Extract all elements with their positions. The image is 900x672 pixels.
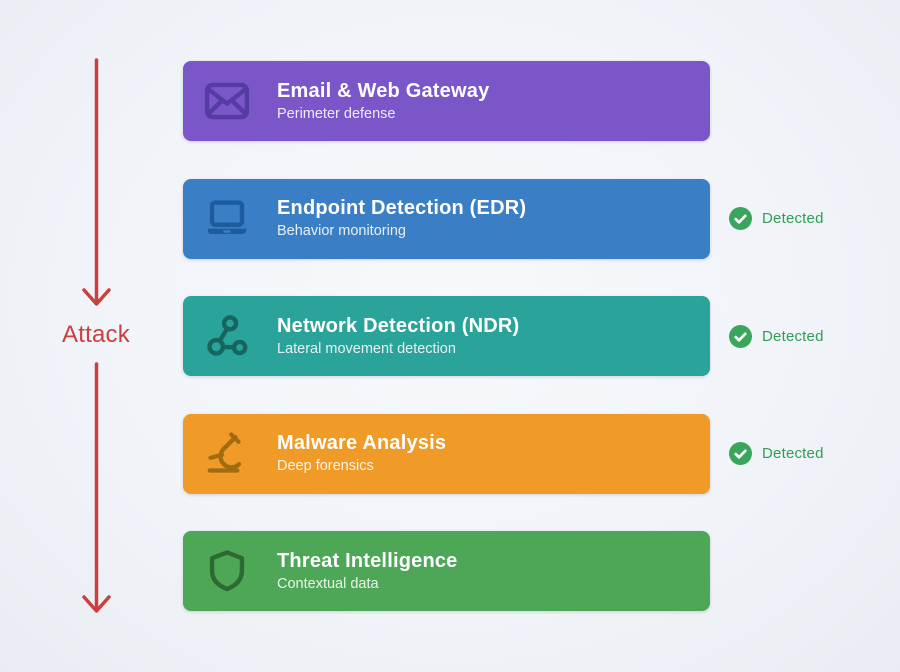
detected-label: Detected bbox=[762, 327, 824, 345]
layer-subtitle: Deep forensics bbox=[277, 458, 374, 475]
defense-layer-card: Endpoint Detection (EDR) Behavior monito… bbox=[183, 178, 710, 259]
layer-subtitle: Behavior monitoring bbox=[277, 223, 406, 240]
attack-label: Attack bbox=[62, 321, 130, 348]
layer-title: Email & Web Gateway bbox=[277, 79, 490, 102]
defense-layer-row: Email & Web Gateway Perimeter defense bbox=[183, 61, 900, 141]
envelope-icon bbox=[204, 78, 250, 124]
detected-badge: Detected bbox=[729, 414, 824, 494]
layer-subtitle: Lateral movement detection bbox=[277, 340, 456, 357]
defense-layer-row: Endpoint Detection (EDR) Behavior monito… bbox=[183, 178, 900, 259]
defense-layer-row: Malware Analysis Deep forensics Detected bbox=[183, 413, 900, 494]
defense-layers-list: Email & Web Gateway Perimeter defense En… bbox=[183, 61, 900, 649]
detected-badge: Detected bbox=[729, 296, 824, 376]
check-circle-icon bbox=[729, 207, 752, 230]
defense-layer-row: Network Detection (NDR) Lateral movement… bbox=[183, 296, 900, 376]
layer-title: Network Detection (NDR) bbox=[277, 314, 520, 337]
layer-subtitle: Perimeter defense bbox=[277, 105, 396, 122]
defense-layer-card: Network Detection (NDR) Lateral movement… bbox=[183, 296, 710, 376]
defense-layer-card: Malware Analysis Deep forensics bbox=[183, 413, 710, 494]
layer-title: Malware Analysis bbox=[277, 432, 447, 455]
defense-layer-card: Email & Web Gateway Perimeter defense bbox=[183, 61, 710, 141]
laptop-icon bbox=[204, 196, 250, 242]
shield-icon bbox=[204, 548, 250, 594]
layer-title: Endpoint Detection (EDR) bbox=[277, 197, 527, 220]
microscope-icon bbox=[204, 431, 250, 477]
attack-arrow-bottom bbox=[82, 362, 111, 613]
check-circle-icon bbox=[729, 324, 752, 348]
attack-flow-arrows bbox=[82, 58, 111, 613]
detected-label: Detected bbox=[762, 445, 824, 462]
attack-arrow-top bbox=[82, 58, 111, 306]
layer-title: Threat Intelligence bbox=[277, 549, 458, 572]
detected-badge: Detected bbox=[729, 179, 824, 259]
detected-label: Detected bbox=[762, 210, 824, 227]
layer-subtitle: Contextual data bbox=[277, 575, 379, 592]
defense-layer-card: Threat Intelligence Contextual data bbox=[183, 531, 710, 611]
defense-layer-row: Threat Intelligence Contextual data bbox=[183, 531, 900, 611]
check-circle-icon bbox=[729, 442, 752, 465]
network-nodes-icon bbox=[204, 313, 250, 359]
